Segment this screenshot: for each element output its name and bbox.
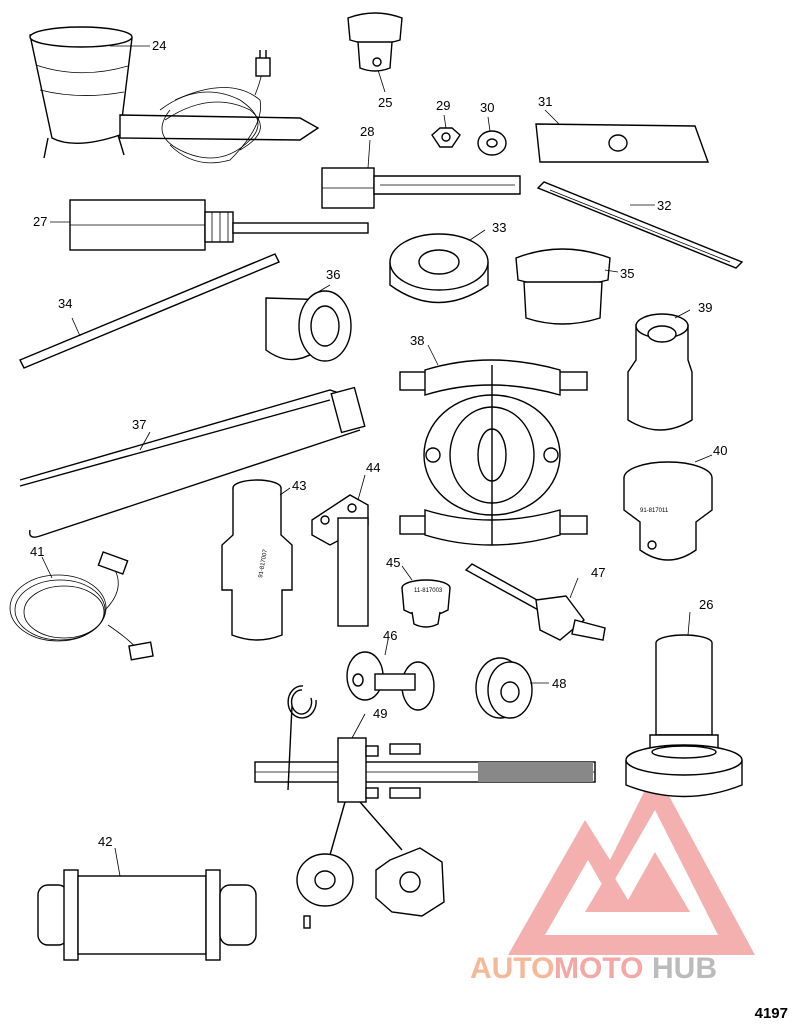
tool-33-ring [389, 233, 489, 304]
callout-27: 27 [33, 214, 47, 229]
callout-24: 24 [152, 38, 166, 53]
watermark-auto: AUTO [470, 952, 554, 985]
tool-26-driver [625, 634, 743, 798]
callout-29: 29 [436, 98, 450, 113]
tool-39-sleeve [627, 313, 693, 431]
callout-46: 46 [383, 628, 397, 643]
tool-47-shaft [464, 563, 606, 641]
callout-39: 39 [698, 300, 712, 315]
callout-42: 42 [98, 834, 112, 849]
tool-36-bushing [265, 290, 352, 362]
tool-49-puller-assembly [254, 705, 596, 856]
callout-32: 32 [657, 198, 671, 213]
callout-33: 33 [492, 220, 506, 235]
tool-45-knob: 11-817003 [401, 579, 451, 628]
tool-37-hook-rod [19, 386, 366, 538]
tool-44-bracket [311, 494, 369, 627]
callout-45: 45 [386, 555, 400, 570]
tool-49-adapter-plate-octagon [375, 847, 445, 917]
tool-38-bearing-separator [399, 359, 588, 546]
tool-46-spool [346, 651, 435, 711]
tool-25-cap [347, 12, 403, 72]
callout-37: 37 [132, 417, 146, 432]
callout-48: 48 [552, 676, 566, 691]
tool-27-driver [69, 199, 369, 251]
tool-43-part-number: 91-817007 [258, 548, 269, 578]
callout-38: 38 [410, 333, 424, 348]
watermark-text: AUTO MOTO HUB [470, 952, 717, 985]
tool-40-part-number: 91-817011 [640, 508, 669, 514]
tool-29-nut [431, 127, 461, 148]
tool-24-heater [29, 26, 320, 164]
watermark-logo [508, 770, 755, 955]
tool-31-plate [535, 123, 709, 163]
figure-reference-number: 4197 [754, 1005, 788, 1022]
callout-25: 25 [378, 95, 392, 110]
tool-40-driver [623, 461, 713, 561]
watermark-hub: HUB [652, 952, 717, 985]
tool-42-sleeve [37, 869, 257, 961]
tool-45-part-number: 11-817003 [414, 588, 443, 594]
tool-41-cable [9, 551, 154, 661]
callout-36: 36 [326, 267, 340, 282]
callout-35: 35 [620, 266, 634, 281]
tool-28-puller [321, 167, 521, 209]
callout-44: 44 [366, 460, 380, 475]
tool-43-driver: 91-817007 [221, 479, 293, 641]
tool-30-washer [477, 130, 507, 156]
callout-34: 34 [58, 296, 72, 311]
callout-41: 41 [30, 544, 44, 559]
callout-30: 30 [480, 100, 494, 115]
callout-26: 26 [699, 597, 713, 612]
tool-32-threaded-rod [536, 181, 744, 269]
callouts: 24 25 29 30 31 28 27 33 32 35 34 36 38 3… [30, 38, 727, 877]
watermark-moto: MOTO [554, 952, 643, 985]
tool-48-pulley [475, 657, 533, 719]
callout-28: 28 [360, 124, 374, 139]
tool-35-driver [515, 248, 611, 325]
tool-34-rod [19, 253, 280, 369]
callout-47: 47 [591, 565, 605, 580]
callout-43: 43 [292, 478, 306, 493]
tool-49-adapter-plate-round [296, 853, 354, 929]
callout-31: 31 [538, 94, 552, 109]
callout-49: 49 [373, 706, 387, 721]
callout-40: 40 [713, 443, 727, 458]
tool-snap-ring [287, 685, 317, 719]
